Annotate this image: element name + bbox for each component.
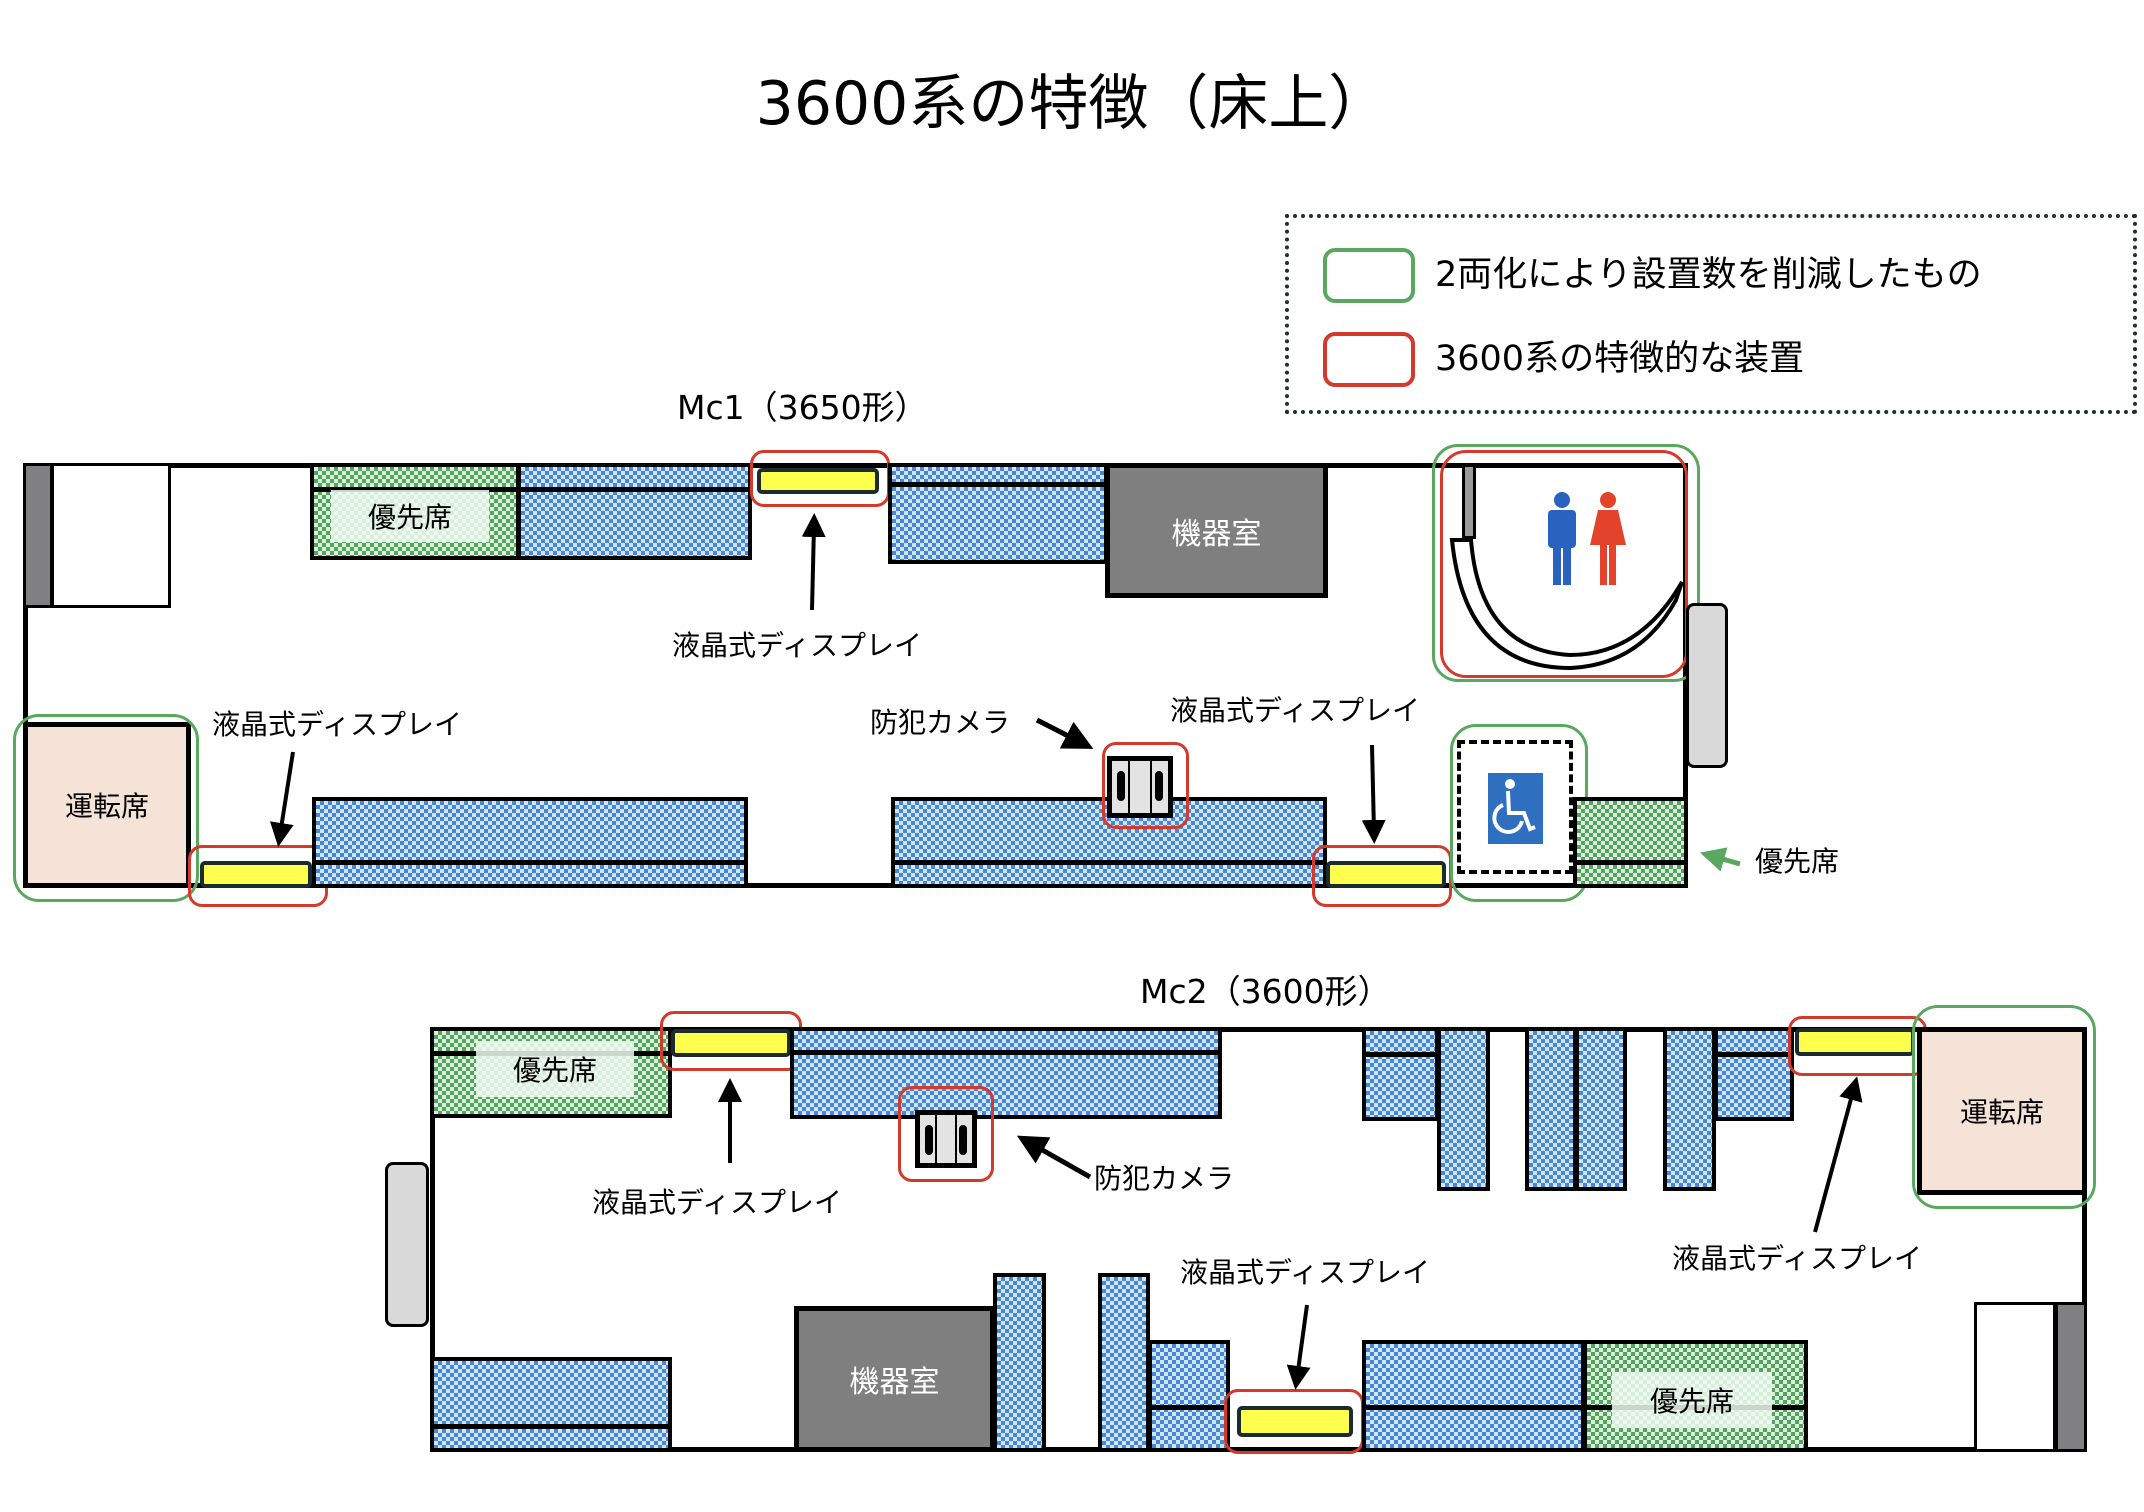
mc1-display-label-2: 液晶式ディスプレイ bbox=[672, 629, 923, 662]
mc2-display-label-3: 液晶式ディスプレイ bbox=[1672, 1242, 1923, 1275]
mc1-seat-bottom-1 bbox=[312, 797, 748, 888]
mc2-display-top-left bbox=[671, 1029, 791, 1057]
camera-lens bbox=[959, 1125, 967, 1155]
mc1-end-wall bbox=[23, 463, 53, 608]
mc1-display-top bbox=[757, 468, 879, 494]
mc1-display-bottom-left bbox=[200, 861, 312, 888]
mc2-highlight-camera bbox=[898, 1086, 994, 1182]
mc1-seat-divider bbox=[312, 860, 748, 865]
legend-swatch-red bbox=[1323, 332, 1415, 387]
mc2-seat-divider bbox=[430, 1424, 672, 1429]
mc2-seat-divider bbox=[790, 1050, 1222, 1055]
mc2-seat-divider bbox=[1362, 1405, 1585, 1410]
legend-swatch-green bbox=[1323, 248, 1415, 303]
mc2-cross-seat-1 bbox=[1437, 1027, 1490, 1191]
camera-lens bbox=[1117, 771, 1125, 801]
mc2-display-label-1: 液晶式ディスプレイ bbox=[592, 1186, 843, 1219]
mc2-highlight-display-top-right bbox=[1788, 1016, 1927, 1076]
mc2-end-wall bbox=[2055, 1302, 2087, 1452]
mc2-cross-seat-6 bbox=[1098, 1273, 1150, 1452]
mc1-gangway bbox=[1686, 603, 1728, 768]
mc1-seat-divider bbox=[1573, 860, 1688, 865]
mc1-highlight-toilet-red bbox=[1440, 450, 1688, 678]
mc2-seat-top-1 bbox=[790, 1027, 1222, 1119]
mc1-highlight-wheelchair bbox=[1450, 724, 1588, 902]
mc1-security-camera-icon bbox=[1107, 756, 1173, 818]
camera-frame bbox=[955, 1115, 957, 1163]
mc2-driver-cab: 運転席 bbox=[1917, 1027, 2087, 1195]
mc2-seat-top-3 bbox=[1714, 1027, 1794, 1121]
mc1-seat-top-1 bbox=[517, 463, 752, 560]
page-title: 3600系の特徴（床上） bbox=[755, 69, 1389, 139]
mc1-highlight-cab bbox=[13, 714, 199, 902]
car-mc1 bbox=[23, 463, 1688, 888]
wheelchair-icon bbox=[1488, 773, 1543, 844]
mc2-security-camera-icon bbox=[915, 1110, 977, 1168]
mc2-seat-top-2 bbox=[1362, 1027, 1439, 1121]
mc2-end-compartment bbox=[1974, 1302, 2056, 1452]
mc1-highlight-display-bottom bbox=[1312, 845, 1452, 907]
toilet-female-icon bbox=[1590, 492, 1626, 585]
camera-frame bbox=[1150, 761, 1152, 813]
camera-lens bbox=[925, 1125, 933, 1155]
mc2-seat-divider bbox=[1148, 1405, 1230, 1410]
mc2-cross-seat-3 bbox=[1575, 1027, 1627, 1191]
mc2-cross-seat-2 bbox=[1525, 1027, 1577, 1191]
mc1-highlight-display-bottom-left bbox=[188, 845, 328, 907]
mc1-display-label-3: 液晶式ディスプレイ bbox=[1170, 694, 1421, 727]
mc1-seat-divider bbox=[888, 482, 1108, 487]
mc1-toilet-door-frame bbox=[1462, 464, 1476, 539]
car-label-mc1: Mc1（3650形） bbox=[677, 388, 928, 427]
mc1-machine-room: 機器室 bbox=[1105, 463, 1328, 598]
mc1-seat-divider bbox=[517, 487, 752, 492]
mc2-seat-bottom-2 bbox=[1148, 1340, 1230, 1452]
car-label-mc2: Mc2（3600形） bbox=[1140, 972, 1391, 1011]
legend-label-reduced: 2両化により設置数を削減したもの bbox=[1435, 255, 1982, 295]
legend-label-characteristic: 3600系の特徴的な装置 bbox=[1435, 339, 1805, 379]
mc1-driver-cab: 運転席 bbox=[23, 722, 191, 888]
mc2-priority-seat-label-2: 優先席 bbox=[1612, 1372, 1772, 1428]
mc2-display-bottom bbox=[1237, 1406, 1353, 1437]
arrow-mc1-priority-seat bbox=[1699, 847, 1741, 872]
toilet-male-icon bbox=[1548, 492, 1576, 585]
mc2-seat-divider bbox=[1714, 1052, 1794, 1057]
mc2-seat-bottom-3 bbox=[1362, 1340, 1585, 1452]
mc1-highlight-display-top bbox=[750, 450, 890, 507]
mc2-gangway bbox=[385, 1162, 429, 1327]
mc1-priority-seat-label: 優先席 bbox=[331, 490, 489, 542]
mc2-cross-seat-4 bbox=[1663, 1027, 1716, 1191]
mc2-display-label-2: 液晶式ディスプレイ bbox=[1180, 1256, 1431, 1289]
mc1-display-bottom bbox=[1326, 861, 1446, 888]
mc2-highlight-cab bbox=[1912, 1005, 2096, 1209]
mc1-display-label-1: 液晶式ディスプレイ bbox=[212, 708, 463, 741]
mc1-camera-label: 防犯カメラ bbox=[870, 706, 1011, 739]
mc1-priority-seat-callout: 優先席 bbox=[1755, 845, 1840, 878]
legend: 2両化により設置数を削減したもの 3600系の特徴的な装置 bbox=[1285, 214, 2137, 414]
mc2-machine-room: 機器室 bbox=[794, 1306, 995, 1452]
camera-lens bbox=[1155, 771, 1163, 801]
car-mc2 bbox=[430, 1027, 2087, 1452]
camera-frame bbox=[1128, 761, 1130, 813]
mc2-highlight-display-top-left bbox=[660, 1011, 802, 1071]
mc1-priority-seat-right bbox=[1573, 797, 1688, 888]
mc1-seat-divider bbox=[891, 860, 1327, 865]
mc2-cross-seat-5 bbox=[993, 1273, 1046, 1452]
mc2-seat-bottom-1 bbox=[430, 1357, 672, 1452]
mc1-highlight-camera bbox=[1102, 742, 1189, 829]
mc1-seat-top-2 bbox=[888, 463, 1108, 564]
mc2-highlight-display-bottom bbox=[1224, 1389, 1364, 1454]
camera-frame bbox=[935, 1115, 937, 1163]
mc2-camera-label: 防犯カメラ bbox=[1094, 1162, 1235, 1195]
mc2-priority-seat-label-1: 優先席 bbox=[476, 1041, 634, 1097]
mc1-end-compartment bbox=[51, 463, 171, 608]
mc2-seat-divider bbox=[1362, 1052, 1439, 1057]
mc1-seat-divider bbox=[310, 487, 520, 492]
mc1-highlight-toilet-green bbox=[1432, 444, 1700, 682]
